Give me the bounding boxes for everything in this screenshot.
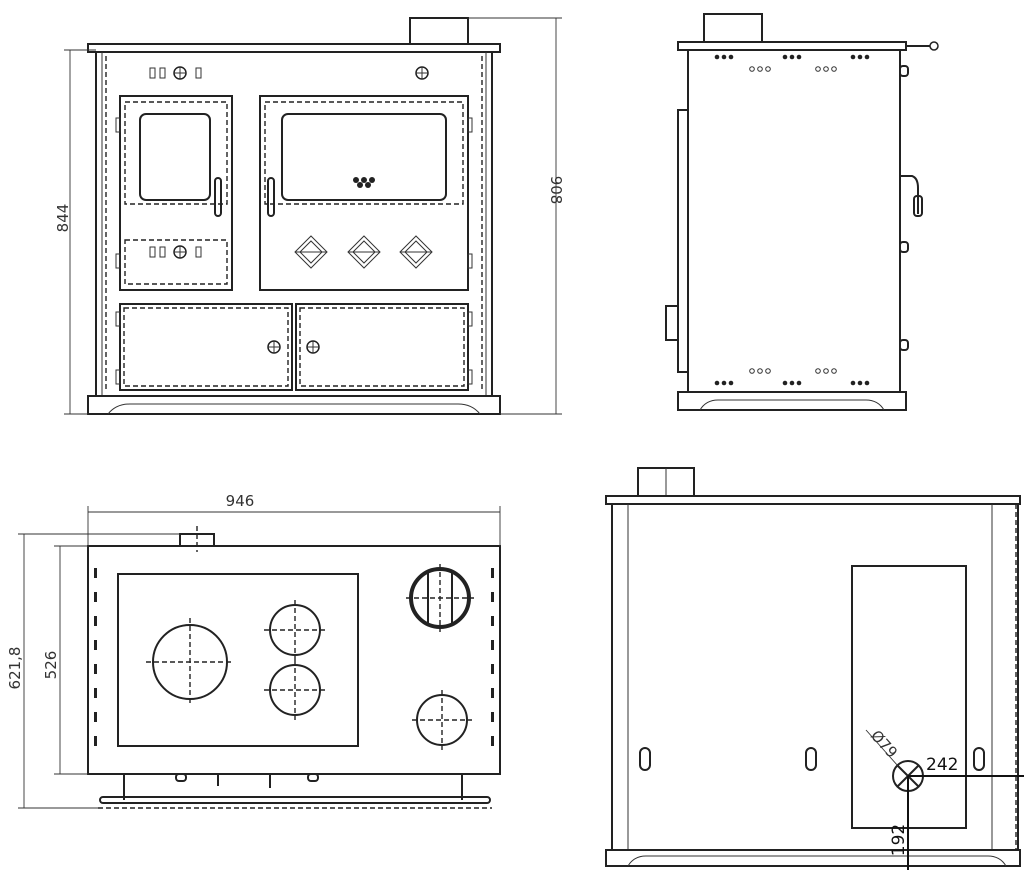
dim-flue-position: 242 192 bbox=[889, 755, 1024, 870]
side-knobs bbox=[899, 65, 909, 351]
side-drawer-handle bbox=[665, 305, 679, 341]
back-flue-outlet: Ø79 bbox=[865, 727, 924, 792]
fire-door bbox=[115, 95, 233, 291]
dim-top-width: 946 bbox=[87, 492, 501, 546]
back-slot-right bbox=[973, 747, 985, 771]
oven-door bbox=[259, 95, 473, 291]
dim-label-diameter: Ø79 bbox=[867, 727, 901, 762]
dim-top-depth: 526 bbox=[42, 545, 88, 775]
dim-front-height: 844 bbox=[54, 49, 96, 415]
side-door-edge bbox=[677, 109, 689, 373]
fire-door-handle bbox=[214, 177, 222, 217]
hotplate-area bbox=[117, 573, 359, 747]
back-slot-middle bbox=[805, 747, 817, 771]
front-top-vent bbox=[149, 66, 202, 80]
side-top-vent-holes bbox=[714, 54, 870, 72]
front-view: 844 908 bbox=[54, 17, 565, 415]
small-hotplate-ring-upper bbox=[264, 600, 326, 660]
dim-label-844: 844 bbox=[54, 204, 72, 233]
dim-label-192: 192 bbox=[889, 824, 909, 856]
dim-label-242: 242 bbox=[926, 755, 958, 775]
dim-label-526: 526 bbox=[42, 651, 60, 680]
front-flue-pipe bbox=[409, 17, 469, 45]
top-side-slots bbox=[94, 568, 494, 746]
lower-drawers bbox=[115, 303, 473, 391]
dim-label-908: 908 bbox=[547, 176, 565, 205]
side-body bbox=[687, 49, 901, 393]
back-slot-left bbox=[639, 747, 651, 771]
large-hotplate-ring bbox=[146, 618, 234, 706]
side-flue-pipe bbox=[703, 13, 763, 43]
top-view: 946 621,8 526 bbox=[6, 492, 501, 809]
dim-top-depth-total: 621,8 bbox=[6, 533, 180, 809]
oven-window bbox=[281, 113, 447, 201]
oven-door-handle bbox=[267, 177, 275, 217]
side-rod-knob-icon bbox=[929, 41, 939, 51]
dim-front-total-height: 908 bbox=[468, 17, 565, 415]
front-rail bbox=[98, 773, 492, 809]
flue-outlet-top bbox=[406, 564, 474, 632]
back-body bbox=[611, 503, 1019, 851]
back-top-plate bbox=[605, 495, 1021, 505]
side-view bbox=[665, 13, 939, 411]
oven-ornament bbox=[353, 177, 375, 188]
side-bottom-vent-holes bbox=[714, 368, 870, 386]
dim-label-946: 946 bbox=[226, 492, 255, 510]
oven-diamond-decor bbox=[294, 235, 433, 269]
small-hotplate-ring-lower bbox=[264, 660, 326, 720]
side-handle bbox=[900, 175, 919, 214]
front-body bbox=[95, 51, 493, 397]
back-base bbox=[605, 849, 1021, 867]
top-hob bbox=[87, 545, 501, 775]
front-top-plate bbox=[87, 43, 501, 53]
front-base bbox=[87, 395, 501, 415]
side-base bbox=[677, 391, 907, 411]
side-top-plate bbox=[677, 41, 907, 51]
ash-outlet-top bbox=[412, 690, 472, 750]
back-view: Ø79 242 192 bbox=[605, 467, 1024, 870]
dim-label-6218: 621,8 bbox=[6, 647, 24, 690]
